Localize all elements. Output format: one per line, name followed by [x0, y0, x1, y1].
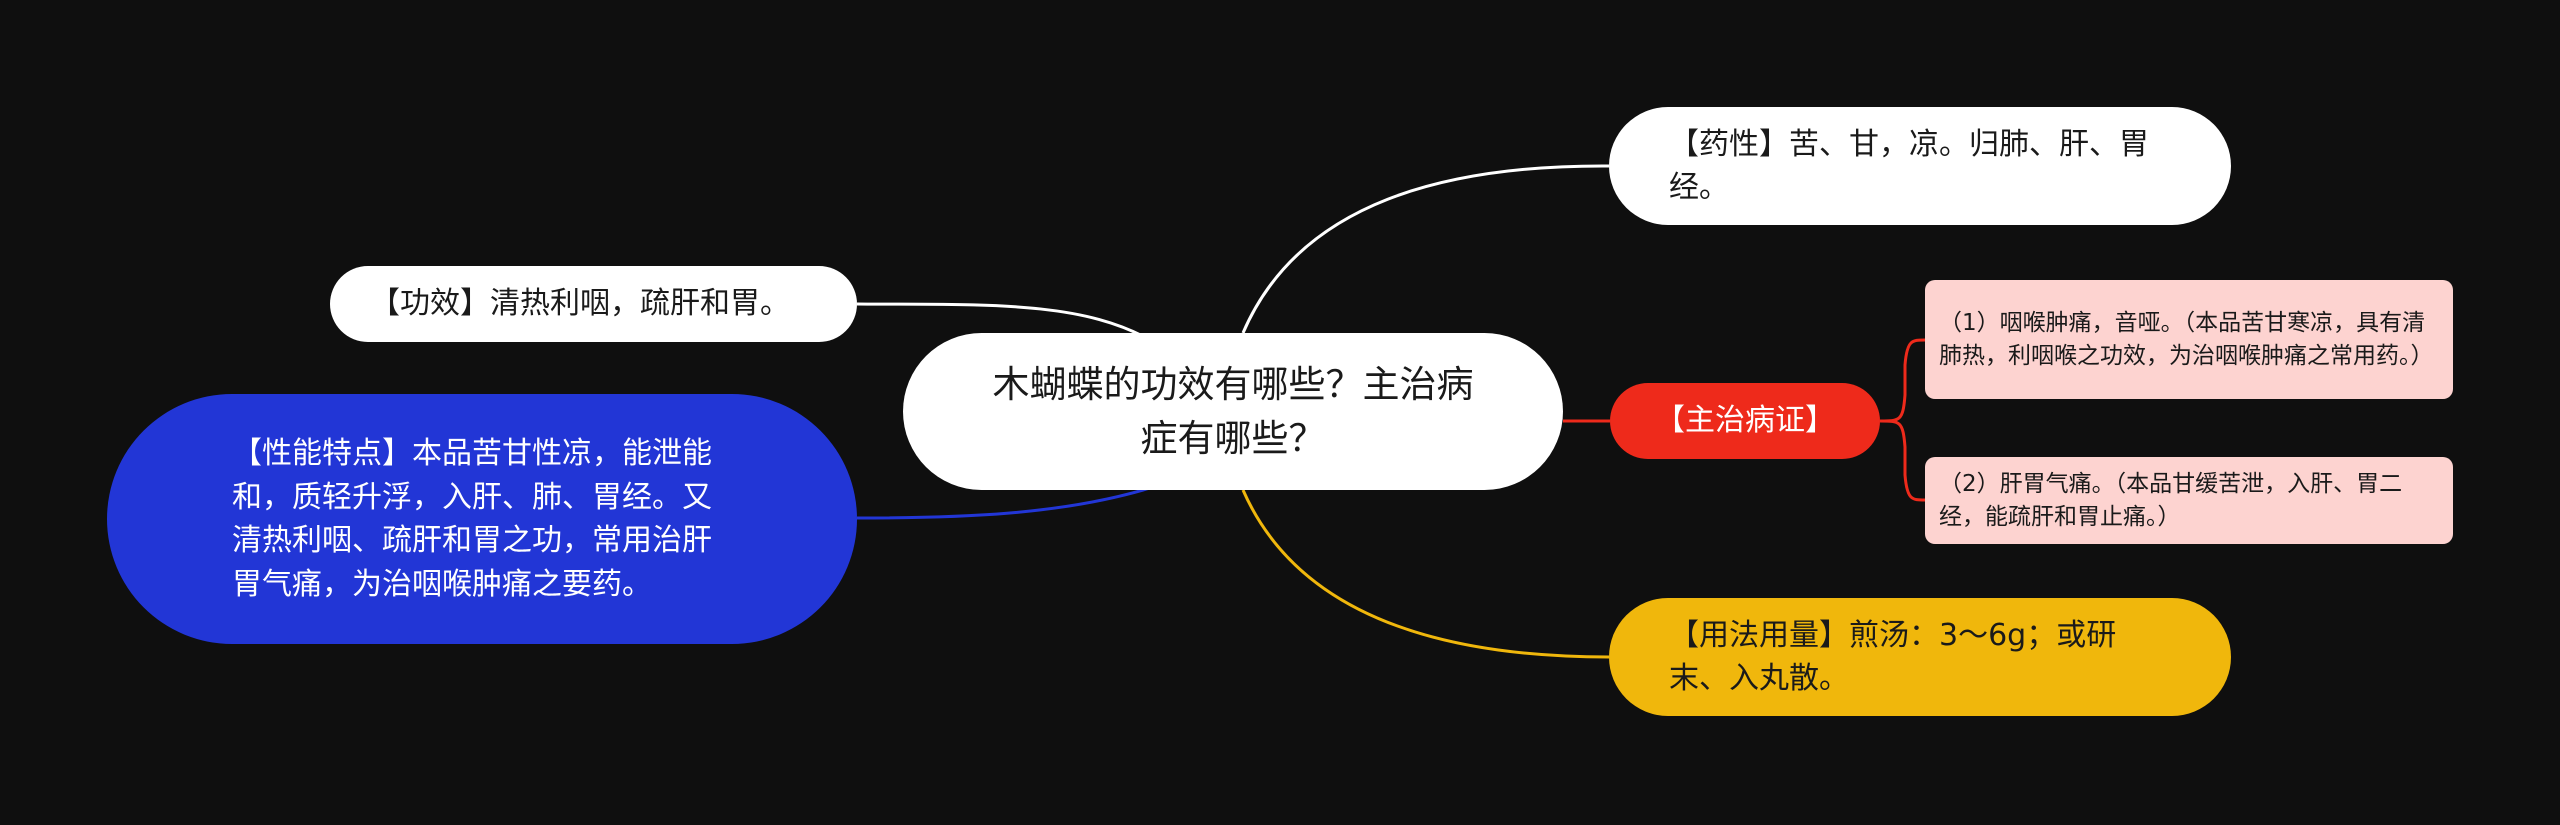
- branch-zhuzhi-text: 【主治病证】: [1655, 403, 1835, 439]
- branch-yongfa-text: 【用法用量】煎汤：3～6g；或研末、入丸散。: [1669, 617, 2117, 697]
- link-yaoxing: [1241, 164, 1610, 334]
- link-sub1: [1879, 338, 1926, 423]
- link-yongfa: [1241, 489, 1610, 659]
- subtopic-zhuzhi-2-text: （2）肝胃气痛。（本品甘缓苦泄，入肝、胃二经，能疏肝和胃止痛。）: [1939, 470, 2403, 530]
- branch-yaoxing-text: 【药性】苦、甘，凉。归肺、肝、胃经。: [1669, 126, 2149, 206]
- branch-xingneng[interactable]: 【性能特点】本品苦甘性凉，能泄能和，质轻升浮，入肝、肺、胃经。又清热利咽、疏肝和…: [107, 394, 857, 644]
- subtopic-zhuzhi-2[interactable]: （2）肝胃气痛。（本品甘缓苦泄，入肝、胃二经，能疏肝和胃止痛。）: [1925, 457, 2453, 544]
- link-xingneng: [856, 486, 1151, 520]
- branch-xingneng-text: 【性能特点】本品苦甘性凉，能泄能和，质轻升浮，入肝、肺、胃经。又清热利咽、疏肝和…: [232, 436, 712, 602]
- link-gongxiao: [856, 302, 1151, 342]
- branch-zhuzhi[interactable]: 【主治病证】: [1610, 383, 1880, 459]
- subtopic-zhuzhi-1[interactable]: （1）咽喉肿痛，音哑。（本品苦甘寒凉，具有清肺热，利咽喉之功效，为治咽喉肿痛之常…: [1925, 280, 2453, 399]
- center-topic-text: 木蝴蝶的功效有哪些？主治病症有哪些？: [992, 362, 1474, 460]
- center-topic[interactable]: 木蝴蝶的功效有哪些？主治病症有哪些？: [903, 333, 1563, 490]
- subtopic-zhuzhi-1-text: （1）咽喉肿痛，音哑。（本品苦甘寒凉，具有清肺热，利咽喉之功效，为治咽喉肿痛之常…: [1939, 309, 2434, 369]
- branch-gongxiao-text: 【功效】清热利咽，疏肝和胃。: [370, 286, 790, 322]
- branch-gongxiao[interactable]: 【功效】清热利咽，疏肝和胃。: [330, 266, 857, 342]
- branch-yaoxing[interactable]: 【药性】苦、甘，凉。归肺、肝、胃经。: [1609, 107, 2231, 225]
- link-sub2: [1879, 419, 1926, 502]
- branch-yongfa[interactable]: 【用法用量】煎汤：3～6g；或研末、入丸散。: [1609, 598, 2231, 716]
